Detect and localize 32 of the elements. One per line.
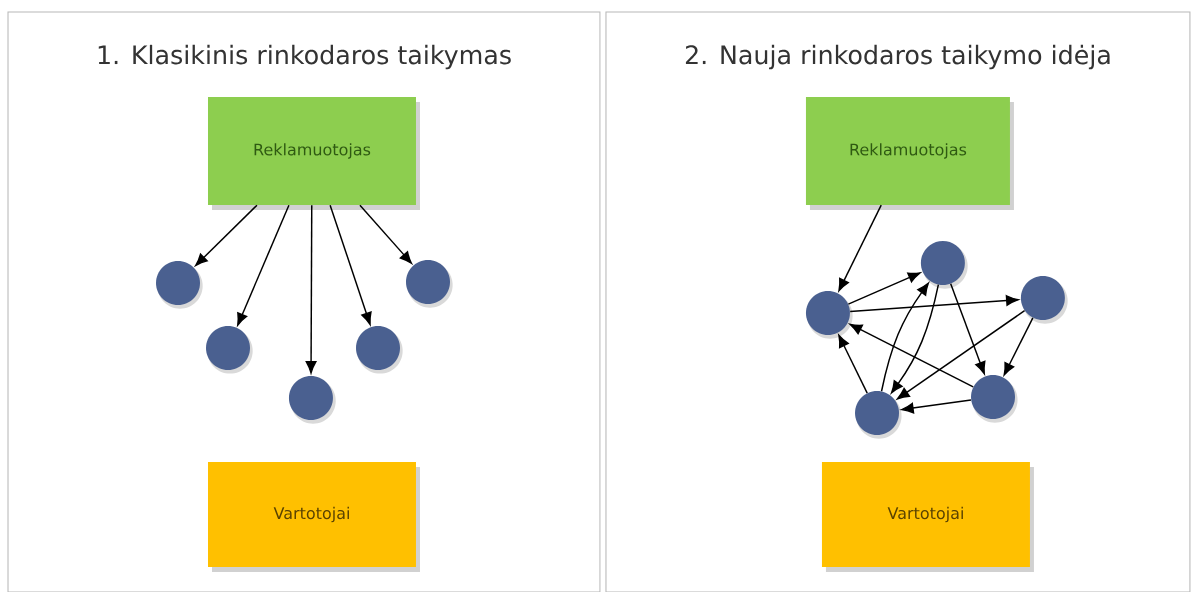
circle — [920, 240, 968, 289]
circle — [805, 291, 853, 339]
circle — [1020, 276, 1068, 324]
arrow — [849, 323, 974, 388]
circle — [406, 260, 453, 308]
circle — [356, 326, 403, 374]
circle — [971, 375, 1018, 423]
arrow — [949, 283, 986, 375]
advertiser-box: Reklamuotojas — [208, 96, 420, 210]
panel-title: 2. Nauja rinkodaros taikymo idėja — [685, 44, 1110, 70]
circle — [156, 260, 203, 309]
arrow — [847, 272, 921, 305]
arrow — [849, 295, 1019, 313]
arrow — [329, 204, 372, 325]
circle — [206, 326, 253, 374]
arrow — [901, 399, 972, 414]
circle — [855, 391, 902, 439]
consumer-box: Vartotojai — [821, 462, 1034, 572]
arrow — [195, 204, 258, 267]
arrow — [896, 309, 1026, 400]
arrow — [305, 204, 317, 374]
panel-title: 1. Klasikinis rinkodaros taikymas — [98, 44, 511, 70]
arrow — [880, 282, 929, 392]
arrow — [359, 204, 413, 264]
arrow — [1003, 317, 1034, 376]
arrow — [237, 204, 290, 326]
consumer-box: Vartotojai — [208, 462, 420, 572]
advertiser-box: Reklamuotojas — [805, 96, 1014, 210]
arrow — [890, 284, 940, 394]
arrow — [838, 334, 868, 394]
arrow — [838, 204, 882, 292]
circle — [288, 376, 336, 424]
